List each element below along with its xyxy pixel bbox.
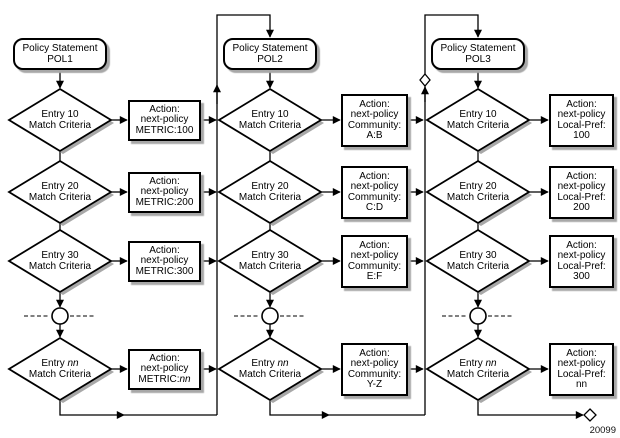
decision-diamond-pol3-entry20: [425, 159, 531, 225]
policy-name: POL1: [47, 54, 73, 65]
action-box-pol2-entry10: Action: next-policy Community: A:B: [341, 94, 408, 147]
bus-line-pol2-to-pol3: [424, 14, 482, 415]
diamond-label-pol3-entry30: Entry 30 Match Criteria: [446, 250, 510, 272]
decision-diamond-pol2-entry30: [217, 228, 323, 294]
no-match-line-pol3: [477, 400, 584, 419]
decision-diamond-pol3-entry10: [425, 87, 531, 153]
action-box-pol3-entry30: Action: next-policy Local-Pref: 300: [549, 235, 614, 288]
policy-name: POL3: [465, 54, 491, 65]
action-box-pol3-entrynn: Action: next-policy Local-Pref: nn: [549, 343, 614, 396]
figure-number: 20099: [589, 425, 616, 436]
no-match-line-pol1: [59, 400, 125, 419]
connector-diamond-icon-bus2: [419, 72, 431, 88]
decision-diamond-pol1-entrynn: [7, 336, 113, 402]
pol1-flow: [7, 14, 274, 419]
connector-diamond-icon-exit: [583, 408, 597, 422]
action-box-pol2-entrynn: Action: next-policy Community: Y-Z: [341, 343, 408, 396]
decision-diamond-pol1-entry20: [7, 159, 113, 225]
continuation-circle-icon-pol2: [261, 307, 279, 325]
decision-diamond-pol2-entry10: [217, 87, 323, 153]
policy-statement-pol1: Policy Statement POL1: [13, 38, 107, 70]
diamond-label-pol1-entry10: Entry 10 Match Criteria: [28, 109, 92, 131]
decision-diamond-pol1-entry10: [7, 87, 113, 153]
policy-statement-pol2: Policy Statement POL2: [223, 38, 317, 70]
bus-line-pol1-to-pol2: [216, 14, 274, 415]
decision-diamond-pol2-entrynn: [217, 336, 323, 402]
action-box-pol1-entry10: Action: next-policy METRIC:100: [128, 100, 201, 141]
diamond-label-pol2-entry10: Entry 10 Match Criteria: [238, 109, 302, 131]
diamond-label-pol2-entrynn: Entry nn Match Criteria: [238, 358, 302, 380]
action-box-pol1-entrynn: Action: next-policy METRIC:nn: [128, 349, 201, 390]
pol3-flow: [425, 70, 597, 422]
action-box-pol2-entry20: Action: next-policy Community: C:D: [341, 166, 408, 219]
policy-name: POL2: [257, 54, 283, 65]
action-box-pol1-entry20: Action: next-policy METRIC:200: [128, 172, 201, 213]
diamond-label-pol1-entrynn: Entry nn Match Criteria: [28, 358, 92, 380]
policy-title: Policy Statement: [440, 43, 516, 54]
action-box-pol1-entry30: Action: next-policy METRIC:300: [128, 241, 201, 282]
diamond-label-pol3-entrynn: Entry nn Match Criteria: [446, 358, 510, 380]
diamond-label-pol2-entry30: Entry 30 Match Criteria: [238, 250, 302, 272]
diamond-label-pol3-entry10: Entry 10 Match Criteria: [446, 109, 510, 131]
no-match-line-pol2: [269, 400, 330, 419]
diamond-label-pol1-entry20: Entry 20 Match Criteria: [28, 181, 92, 203]
decision-diamond-pol3-entrynn: [425, 336, 531, 402]
pol2-flow: [217, 14, 482, 419]
decision-diamond-pol1-entry30: [7, 228, 113, 294]
diamond-label-pol1-entry30: Entry 30 Match Criteria: [28, 250, 92, 272]
policy-title: Policy Statement: [22, 43, 98, 54]
continuation-circle-icon-pol3: [469, 307, 487, 325]
decision-diamond-pol3-entry30: [425, 228, 531, 294]
action-box-pol3-entry20: Action: next-policy Local-Pref: 200: [549, 166, 614, 219]
action-box-pol3-entry10: Action: next-policy Local-Pref: 100: [549, 94, 614, 147]
diamond-label-pol3-entry20: Entry 20 Match Criteria: [446, 181, 510, 203]
policy-title: Policy Statement: [232, 43, 308, 54]
policy-statement-pol3: Policy Statement POL3: [431, 38, 525, 70]
action-box-pol2-entry30: Action: next-policy Community: E:F: [341, 235, 408, 288]
continuation-circle-icon-pol1: [51, 307, 69, 325]
diamond-label-pol2-entry20: Entry 20 Match Criteria: [238, 181, 302, 203]
decision-diamond-pol2-entry20: [217, 159, 323, 225]
